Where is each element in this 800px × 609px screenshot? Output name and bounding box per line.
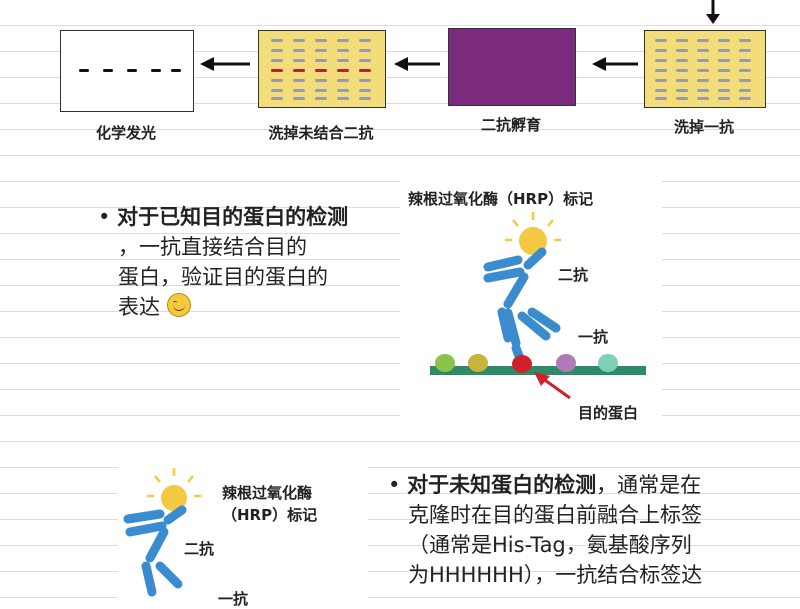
- known-line-1: • 对于已知目的蛋白的检测: [98, 202, 398, 232]
- primary-antibody-label: 一抗: [578, 328, 609, 346]
- unknown-diagram: 辣根过氧化酶 （HRP）标记 二抗 一抗: [118, 462, 368, 608]
- step-label-wash-secondary: 洗掉未结合二抗: [268, 124, 374, 142]
- antibody-diagram: [430, 212, 646, 400]
- step-label-secondary-incubation: 二抗孵育: [480, 116, 541, 134]
- hrp-label-line2: （HRP）标记: [222, 506, 318, 524]
- unknown-line-4: 为HHHHHH），一抗结合标签达: [408, 563, 703, 587]
- target-protein-label: 目的蛋白: [578, 404, 639, 422]
- secondary-antibody-label-2: 二抗: [184, 540, 215, 558]
- unknown-line-1: • 对于未知蛋白的检测，通常是在: [388, 470, 798, 500]
- known-line-4: 表达: [98, 292, 398, 322]
- band-row: [79, 69, 181, 72]
- arrow-left-icon: [592, 57, 638, 71]
- step-label-wash-primary: 洗掉一抗: [673, 118, 734, 136]
- unknown-body-1: ，通常是在: [596, 473, 702, 497]
- bullet: •: [388, 473, 401, 497]
- known-line-2: ，一抗直接结合目的: [118, 235, 307, 259]
- arrow-down-icon: [706, 0, 720, 24]
- unknown-line-3: （通常是His-Tag，氨基酸序列: [408, 533, 692, 557]
- primary-antibody-label-2: 一抗: [218, 590, 249, 608]
- blot-bands: [655, 39, 751, 100]
- hrp-label-line1: 辣根过氧化酶: [222, 484, 313, 502]
- incubation-box: [448, 28, 576, 106]
- arrow-left-icon: [394, 57, 440, 71]
- bullet: •: [98, 205, 111, 229]
- known-body-end: 表达: [118, 295, 160, 319]
- smile-emoji-icon: [166, 293, 191, 317]
- step-label-chemiluminescence: 化学发光: [95, 124, 156, 142]
- antibody-diagram-2: [123, 468, 201, 597]
- unknown-line-2: 克隆时在目的蛋白前融合上标签: [408, 503, 702, 527]
- known-diagram: 辣根过氧化酶（HRP）标记: [400, 180, 662, 428]
- blot-bands: [271, 39, 371, 100]
- known-line-3: 蛋白，验证目的蛋白的: [118, 265, 328, 289]
- arrow-left-icon: [200, 57, 250, 71]
- workflow-row: 化学发光 洗掉未结合二抗 二抗孵育: [0, 0, 800, 142]
- blot-wash-primary: [644, 30, 766, 108]
- blot-wash-secondary: [258, 30, 386, 108]
- hrp-sun-icon: [505, 212, 561, 242]
- known-title: 对于已知目的蛋白的检测: [117, 205, 349, 229]
- hrp-label: 辣根过氧化酶（HRP）标记: [408, 190, 594, 208]
- chemiluminescence-film: [60, 30, 194, 112]
- secondary-antibody-label: 二抗: [558, 266, 589, 284]
- hrp-sun-icon: [147, 468, 201, 498]
- unknown-protein-text: • 对于未知蛋白的检测，通常是在 克隆时在目的蛋白前融合上标签 （通常是His-…: [388, 470, 798, 590]
- known-protein-text: • 对于已知目的蛋白的检测 ，一抗直接结合目的 蛋白，验证目的蛋白的 表达: [98, 202, 398, 322]
- unknown-title: 对于未知蛋白的检测: [407, 473, 597, 497]
